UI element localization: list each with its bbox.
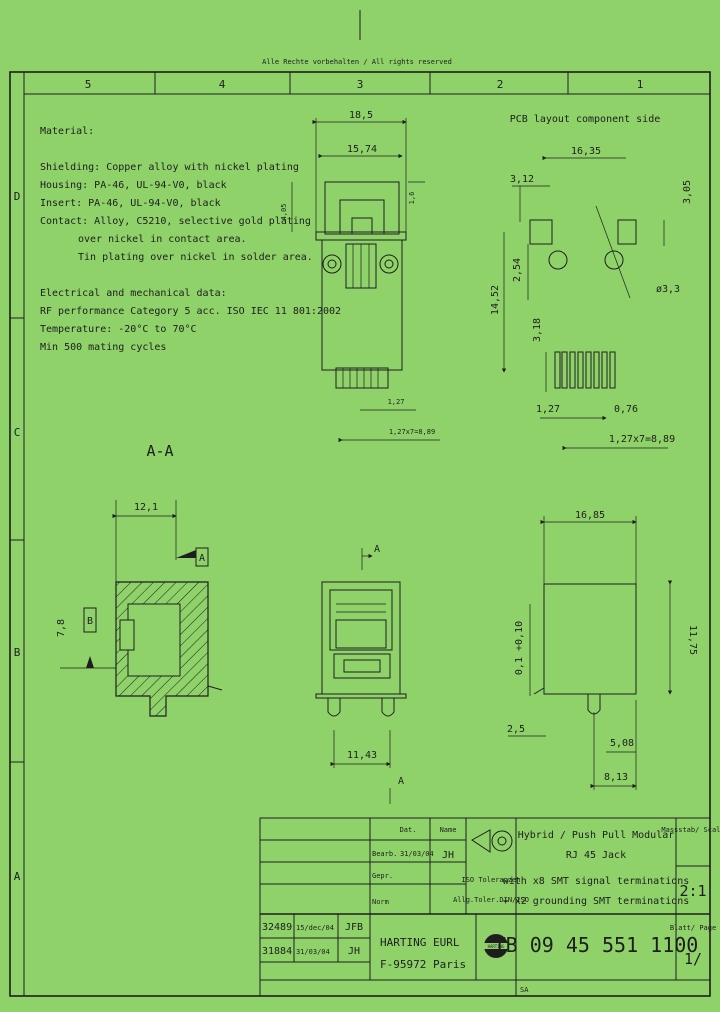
zone-row-d: D <box>14 190 21 203</box>
material-notes: Material: Shielding: Copper alloy with n… <box>40 126 341 353</box>
scale-label: Massstab/ Scale <box>661 826 720 834</box>
dim-top-h2: 1,6 <box>408 192 416 205</box>
dim-side-d2: 8,13 <box>604 772 628 783</box>
note-line: Electrical and mechanical data: <box>40 288 227 299</box>
zone-col-1: 1 <box>637 78 644 91</box>
dim-side-tol: 0,1 +0,10 <box>514 621 525 675</box>
dim-side-width: 16,85 <box>575 510 605 521</box>
sheet-label: Blatt/ Page <box>670 924 716 932</box>
row-bearb-date: 31/03/04 <box>400 850 434 858</box>
dim-pcb-total-h: 14,52 <box>490 285 501 315</box>
dim-pcb-hole: ø3,3 <box>656 284 680 295</box>
dim-pcb-total: 1,27x7=8,89 <box>609 434 675 445</box>
side-view: 16,85 11,75 0,1 +0,10 2,5 5,08 8,13 <box>507 510 698 790</box>
scale-value: 2:1 <box>679 882 706 900</box>
top-view: 18,5 15,74 4,05 1,6 1,27 1,27x7=8,89 <box>280 110 440 443</box>
zone-col-3: 3 <box>357 78 364 91</box>
section-label: A-A <box>146 442 173 460</box>
rev1-number: 32489 <box>262 922 292 933</box>
zone-col-5: 5 <box>85 78 92 91</box>
row-norm-label: Norm <box>372 898 389 906</box>
dim-top-inner: 15,74 <box>347 144 377 155</box>
note-line: Material: <box>40 126 94 137</box>
logo-text: HARTING <box>488 944 505 949</box>
note-line: Temperature: -20°C to 70°C <box>40 324 197 335</box>
datum-b: B <box>87 616 93 627</box>
dim-side-foot: 2,5 <box>507 724 525 735</box>
rev2-number: 31884 <box>262 946 292 957</box>
pcb-title: PCB layout component side <box>510 114 661 125</box>
company-address: F-95972 Paris <box>380 958 466 971</box>
section-marker-a-top: A <box>374 544 380 555</box>
row-bearb-name: JH <box>442 850 454 861</box>
company-name: HARTING EURL <box>380 936 460 949</box>
dim-pin-total: 1,27x7=8,89 <box>389 428 435 436</box>
rev1-date: 15/dec/04 <box>296 924 334 932</box>
smt-pads <box>554 351 616 389</box>
note-line: Insert: PA-46, UL-94-V0, black <box>40 198 221 209</box>
note-line: Contact: Alloy, C5210, selective gold pl… <box>40 216 311 227</box>
sheet-value: 1/ <box>684 950 702 968</box>
dim-sec-h: 7,8 <box>56 619 67 637</box>
description-line-2: RJ 45 Jack <box>566 850 626 861</box>
tolerance-label-1: ISO Toleranzen <box>461 876 520 884</box>
rev2-name: JH <box>348 946 360 957</box>
note-line: Tin plating over nickel in solder area. <box>78 252 313 263</box>
dim-front-width: 11,43 <box>347 750 377 761</box>
copyright-note: Alle Rechte vorbehalten / All rights res… <box>262 58 452 66</box>
dim-pcb-pitch: 1,27 <box>536 404 560 415</box>
dim-pcb-h2: 2,54 <box>512 258 523 282</box>
row-bearb-label: Bearb. <box>372 850 397 858</box>
pcb-layout-view: PCB layout component side 16,35 3,12 ø3,… <box>490 114 693 451</box>
tolerance-label-2: Allg.Toler.DIN/ISO <box>453 896 529 904</box>
section-marker-a: A <box>199 553 205 564</box>
zone-col-2: 2 <box>497 78 504 91</box>
dim-top-h1: 4,05 <box>280 204 288 221</box>
rev2-date: 31/03/04 <box>296 948 330 956</box>
dim-top-width: 18,5 <box>349 110 373 121</box>
front-view: A 11,43 A <box>315 544 407 804</box>
zone-row-c: C <box>14 426 21 439</box>
row-gepr-label: Gepr. <box>372 872 393 880</box>
col-date-header: Dat. <box>400 826 417 834</box>
dim-pin-pitch: 1,27 <box>388 398 405 406</box>
note-line: RF performance Category 5 acc. ISO IEC 1… <box>40 306 341 317</box>
dim-sec-width: 12,1 <box>134 502 158 513</box>
dim-side-h: 11,75 <box>687 625 698 655</box>
note-line: Shielding: Copper alloy with nickel plat… <box>40 162 299 173</box>
note-line: Min 500 mating cycles <box>40 342 166 353</box>
part-number: TB 09 45 551 1100 <box>494 933 699 957</box>
rev1-name: JFB <box>345 922 363 933</box>
zone-col-4: 4 <box>219 78 226 91</box>
description-line-3: with x8 SMT signal terminations <box>503 876 690 887</box>
section-marker-a-bottom: A <box>398 776 404 787</box>
dim-pcb-h1: 3,05 <box>682 180 693 204</box>
zone-row-a: A <box>14 870 21 883</box>
title-block: Dat. Name Bearb. 31/03/04 JH Gepr. Norm … <box>259 817 720 997</box>
description-line-1: Hybrid / Push Pull Modular <box>518 830 675 841</box>
zone-row-b: B <box>14 646 21 659</box>
dim-pcb-pad-w: 0,76 <box>614 404 638 415</box>
dim-pcb-span: 16,35 <box>571 146 601 157</box>
note-line: over nickel in contact area. <box>78 234 247 245</box>
description-line-4: + x2 grounding SMT terminations <box>503 896 690 907</box>
col-name-header: Name <box>440 826 457 834</box>
projection-symbol-icon <box>471 829 513 853</box>
note-line: Housing: PA-46, UL-94-V0, black <box>40 180 227 191</box>
dim-side-d1: 5,08 <box>610 738 634 749</box>
footer-code: SA <box>520 986 529 994</box>
harting-logo-icon: HARTING <box>484 934 508 958</box>
dim-pcb-pad-h: 3,18 <box>532 318 543 342</box>
section-view: A-A 12,1 A 7,8 B <box>56 442 223 717</box>
dim-pcb-w1: 3,12 <box>510 174 534 185</box>
